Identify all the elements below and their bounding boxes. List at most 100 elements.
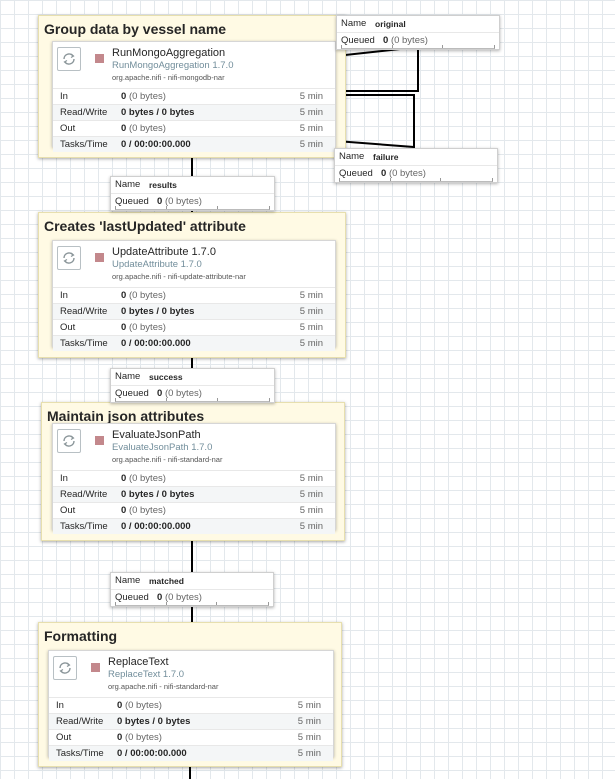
stat-label: In (60, 91, 68, 102)
stat-row-in: In 0 (0 bytes) 5 min (53, 470, 335, 486)
stat-row-in: In 0 (0 bytes) 5 min (49, 697, 333, 713)
stopped-status-icon (95, 436, 104, 445)
stat-value: 0 (121, 322, 127, 333)
stat-value: 0 (117, 700, 123, 711)
connection-name-key: Name (115, 371, 141, 382)
queue-bar (341, 45, 495, 49)
processor-bundle: org.apache.nifi - nifi-standard-nar (108, 682, 219, 691)
stat-row-out: Out 0 (0 bytes) 5 min (53, 120, 335, 136)
queue-bar (115, 602, 269, 606)
processor-bundle: org.apache.nifi - nifi-mongodb-nar (112, 73, 225, 82)
stat-row-read-write: Read/Write 0 bytes / 0 bytes 5 min (53, 303, 335, 319)
stat-label: Read/Write (60, 107, 108, 118)
processor-bundle: org.apache.nifi - nifi-standard-nar (112, 455, 223, 464)
stat-detail: (0 bytes) (128, 473, 166, 484)
processor-type-version: RunMongoAggregation 1.7.0 (112, 60, 234, 71)
connection-queued-key: Queued (115, 196, 149, 207)
stat-time: 5 min (297, 700, 321, 711)
queued-count: 0 (157, 592, 163, 603)
stat-label: Out (60, 322, 76, 333)
stat-time: 5 min (299, 107, 323, 118)
queued-size: (0 bytes) (164, 592, 202, 603)
stat-time: 5 min (299, 123, 323, 134)
stat-time: 5 min (299, 489, 323, 500)
stat-time: 5 min (299, 322, 323, 333)
stat-row-read-write: Read/Write 0 bytes / 0 bytes 5 min (53, 486, 335, 502)
stat-label: In (60, 290, 68, 301)
processor-type-version: ReplaceText 1.7.0 (108, 669, 185, 680)
stat-row-tasks-time: Tasks/Time 0 / 00:00:00.000 5 min (53, 518, 335, 534)
stat-row-tasks-time: Tasks/Time 0 / 00:00:00.000 5 min (53, 335, 335, 351)
stat-detail: (0 bytes) (128, 322, 166, 333)
queue-bar (115, 206, 270, 210)
processor-name: EvaluateJsonPath (112, 429, 201, 441)
processor-evaluatejsonpath[interactable]: EvaluateJsonPath EvaluateJsonPath 1.7.0 … (52, 423, 336, 534)
stat-time: 5 min (299, 139, 323, 150)
connection-line-original (335, 45, 419, 92)
stat-label: Tasks/Time (60, 338, 108, 349)
processor-icon (57, 47, 81, 71)
queued-count: 0 (157, 388, 163, 399)
connection-name: matched (149, 576, 184, 586)
processor-icon (57, 429, 81, 453)
stat-value: 0 bytes / 0 bytes (121, 489, 195, 500)
stat-row-read-write: Read/Write 0 bytes / 0 bytes 5 min (53, 104, 335, 120)
queued-count: 0 (381, 168, 387, 179)
stat-detail: (0 bytes) (128, 91, 166, 102)
stopped-status-icon (91, 663, 100, 672)
connection-label-failure[interactable]: Name failure Queued 0 (0 bytes) (334, 148, 498, 183)
stat-value: 0 (121, 123, 127, 134)
stat-label: Read/Write (56, 716, 104, 727)
stat-label: Out (60, 505, 76, 516)
stopped-status-icon (95, 54, 104, 63)
stat-time: 5 min (297, 732, 321, 743)
stat-label: Out (56, 732, 72, 743)
queued-size: (0 bytes) (388, 168, 426, 179)
stat-time: 5 min (299, 505, 323, 516)
stat-detail: (0 bytes) (128, 505, 166, 516)
processor-name: UpdateAttribute 1.7.0 (112, 246, 216, 258)
processor-replacetext[interactable]: ReplaceText ReplaceText 1.7.0 org.apache… (48, 650, 334, 761)
stat-label: In (60, 473, 68, 484)
label-title: Maintain json attributes (47, 408, 205, 424)
stat-value: 0 bytes / 0 bytes (117, 716, 191, 727)
processor-updateattribute[interactable]: UpdateAttribute 1.7.0 UpdateAttribute 1.… (52, 240, 336, 351)
stat-label: Tasks/Time (60, 521, 108, 532)
stat-row-read-write: Read/Write 0 bytes / 0 bytes 5 min (49, 713, 333, 729)
stat-value: 0 (121, 473, 127, 484)
connection-label-original[interactable]: Name original Queued 0 (0 bytes) (336, 15, 500, 50)
stat-detail: (0 bytes) (124, 700, 162, 711)
connection-label-success[interactable]: Name success Queued 0 (0 bytes) (110, 368, 275, 403)
processor-name: RunMongoAggregation (112, 47, 226, 59)
stat-label: Read/Write (60, 489, 108, 500)
connection-name: results (149, 180, 177, 190)
processor-icon (57, 246, 81, 270)
connection-line-failure (335, 94, 415, 149)
stat-label: Tasks/Time (60, 139, 108, 150)
connection-label-results[interactable]: Name results Queued 0 (0 bytes) (110, 176, 275, 211)
label-title: Group data by vessel name (44, 21, 227, 37)
stat-time: 5 min (299, 306, 323, 317)
stat-time: 5 min (299, 473, 323, 484)
connection-queued-key: Queued (339, 168, 373, 179)
connection-label-matched[interactable]: Name matched Queued 0 (0 bytes) (110, 572, 274, 607)
stat-detail: (0 bytes) (124, 732, 162, 743)
stat-row-out: Out 0 (0 bytes) 5 min (53, 319, 335, 335)
stat-value: 0 (121, 290, 127, 301)
queued-size: (0 bytes) (390, 35, 428, 46)
stat-time: 5 min (299, 290, 323, 301)
stat-label: Out (60, 123, 76, 134)
queue-bar (339, 178, 493, 182)
connection-name: failure (373, 152, 399, 162)
stat-value: 0 / 00:00:00.000 (117, 748, 187, 759)
stat-label: In (56, 700, 64, 711)
stat-value: 0 (121, 505, 127, 516)
stat-value: 0 bytes / 0 bytes (121, 306, 195, 317)
label-title: Creates 'lastUpdated' attribute (44, 218, 246, 234)
processor-runmongoaggregation[interactable]: RunMongoAggregation RunMongoAggregation … (52, 41, 336, 152)
stat-value: 0 (117, 732, 123, 743)
stat-row-out: Out 0 (0 bytes) 5 min (49, 729, 333, 745)
stat-row-tasks-time: Tasks/Time 0 / 00:00:00.000 5 min (49, 745, 333, 761)
processor-type-version: UpdateAttribute 1.7.0 (112, 259, 202, 270)
